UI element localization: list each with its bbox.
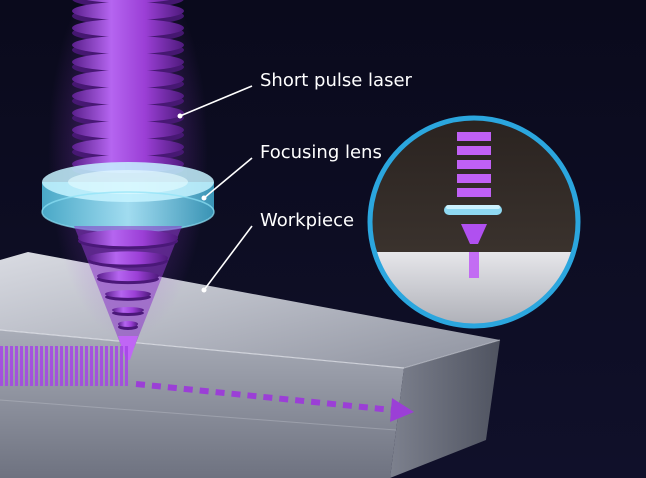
laser-label: Short pulse laser — [260, 70, 412, 91]
workpiece-leader-line — [203, 225, 253, 291]
processed-groove — [0, 346, 128, 386]
leader-lines — [177, 85, 253, 293]
laser-beam-icon — [72, 0, 184, 178]
focusing-lens-icon — [41, 162, 215, 233]
cut-path-arrow-icon — [135, 381, 414, 422]
focused-beam-cone — [74, 226, 182, 360]
workpiece-label: Workpiece — [260, 210, 355, 231]
lens-leader-line — [203, 157, 253, 199]
laser-leader-line — [179, 85, 253, 117]
lens-label: Focusing lens — [260, 142, 382, 163]
